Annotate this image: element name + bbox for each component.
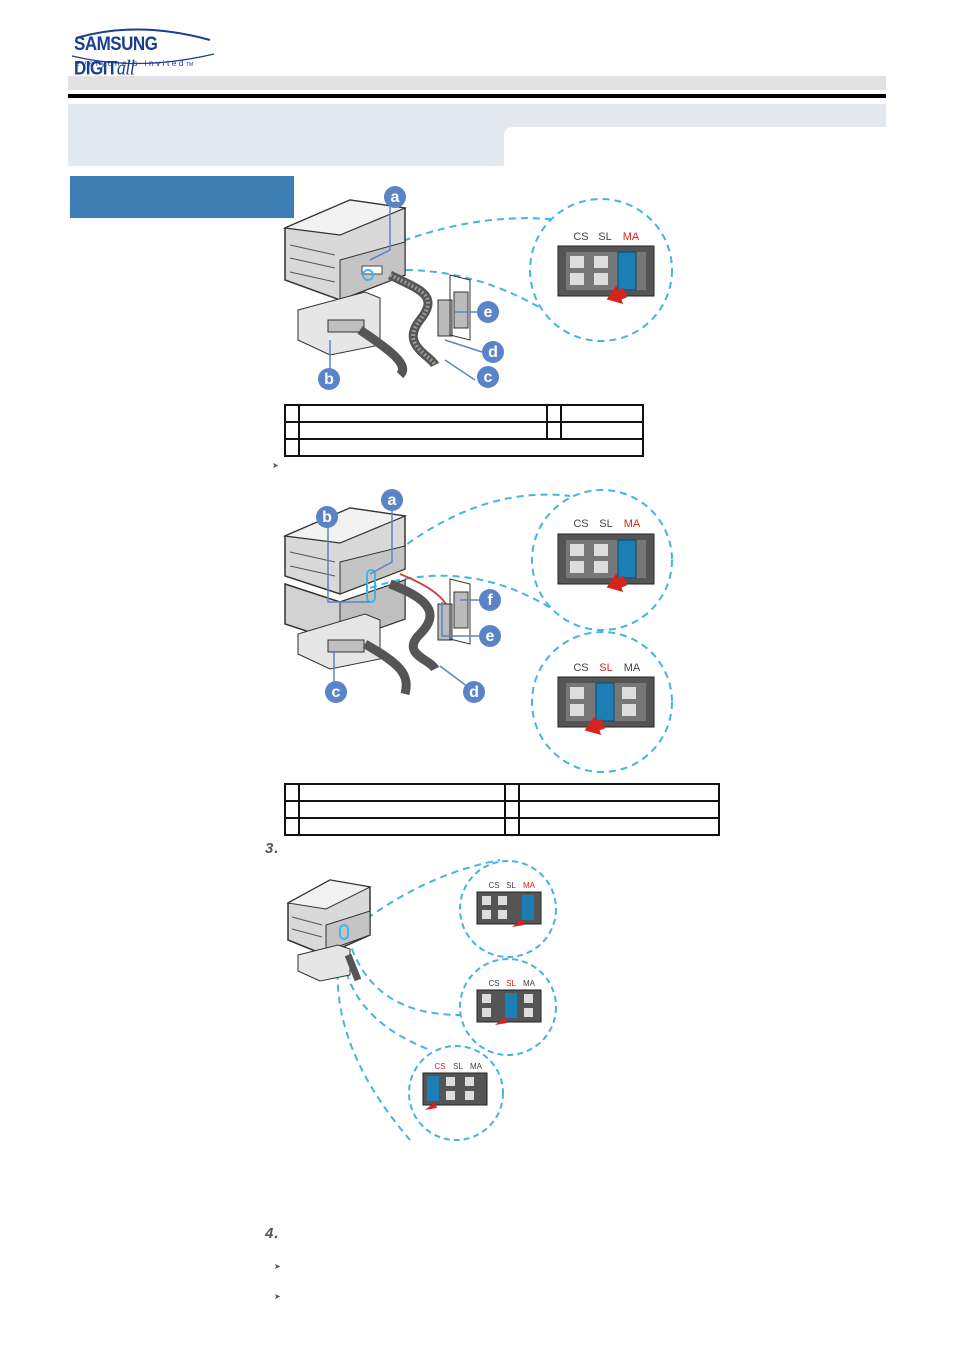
callout-e: e [479,625,501,647]
step-number-4: 4. [265,1225,280,1242]
svg-text:d: d [469,684,479,701]
callout-a: a [384,186,406,208]
figure-2-two-drives: a b c d e f CS SL MA CS SL MA [282,489,673,773]
jumper-block-2-slave: CS SL MA [557,662,655,736]
legend-table-2 [284,783,720,836]
callout-b: b [318,368,340,390]
section-tab [70,176,294,218]
svg-text:MA: MA [523,979,536,988]
logo-swoosh-icon [71,28,215,65]
figure-3-jumper-options: CS SL MA CS SL MA CS SL MA [286,859,557,1141]
svg-text:a: a [388,492,397,509]
svg-text:MA: MA [623,231,640,243]
svg-text:CS: CS [488,881,499,890]
svg-text:MA: MA [523,881,536,890]
jumper-block-3-cable-select: CS SL MA [422,1062,488,1110]
top-band [68,76,886,90]
svg-text:f: f [487,592,493,609]
step-number-3: 3. [265,840,280,857]
svg-text:MA: MA [470,1062,483,1071]
svg-text:SL: SL [599,518,612,530]
bullet-1: ➤ [272,461,279,470]
svg-text:c: c [484,369,493,386]
samsung-logo: SAMSUNG DIGITall everyone's invitedTM [68,26,218,79]
bullet-3: ➤ [274,1292,281,1301]
callout-f: f [479,589,501,611]
svg-text:e: e [484,304,493,321]
legend-table-1 [284,404,644,457]
callout-e: e [477,301,499,323]
svg-text:c: c [332,684,341,701]
bullet-2: ➤ [274,1262,281,1271]
svg-text:SL: SL [599,662,612,674]
svg-text:SL: SL [453,1062,463,1071]
svg-text:CS: CS [488,979,499,988]
callout-c: c [325,681,347,703]
svg-text:CS: CS [573,231,588,243]
svg-text:SL: SL [506,979,516,988]
svg-text:CS: CS [573,518,588,530]
svg-text:d: d [488,344,498,361]
callout-d: d [482,341,504,363]
callout-d: d [463,681,485,703]
svg-text:b: b [322,509,332,526]
section-header-band [68,104,886,166]
svg-text:MA: MA [624,662,641,674]
callout-a: a [381,489,403,511]
logo-tagline: everyone's invitedTM [75,58,194,68]
jumper-block-2-master: CS SL MA [557,518,655,593]
svg-text:MA: MA [624,518,641,530]
header-rule [68,94,886,98]
callout-b: b [316,506,338,528]
jumper-block-3-slave: CS SL MA [476,979,542,1025]
svg-text:SL: SL [506,881,516,890]
logo-wordmark: SAMSUNG DIGITall [74,32,158,79]
jumper-block-1: CS SL MA [557,231,655,305]
svg-text:e: e [486,628,495,645]
svg-text:CS: CS [434,1062,445,1071]
svg-text:CS: CS [573,662,588,674]
svg-text:SL: SL [598,231,611,243]
svg-text:b: b [324,371,334,388]
figure-1-single-drive: a b c d e CS SL MA [282,186,673,390]
jumper-block-3-master: CS SL MA [476,881,542,927]
svg-text:a: a [391,189,400,206]
callout-c: c [477,366,499,388]
